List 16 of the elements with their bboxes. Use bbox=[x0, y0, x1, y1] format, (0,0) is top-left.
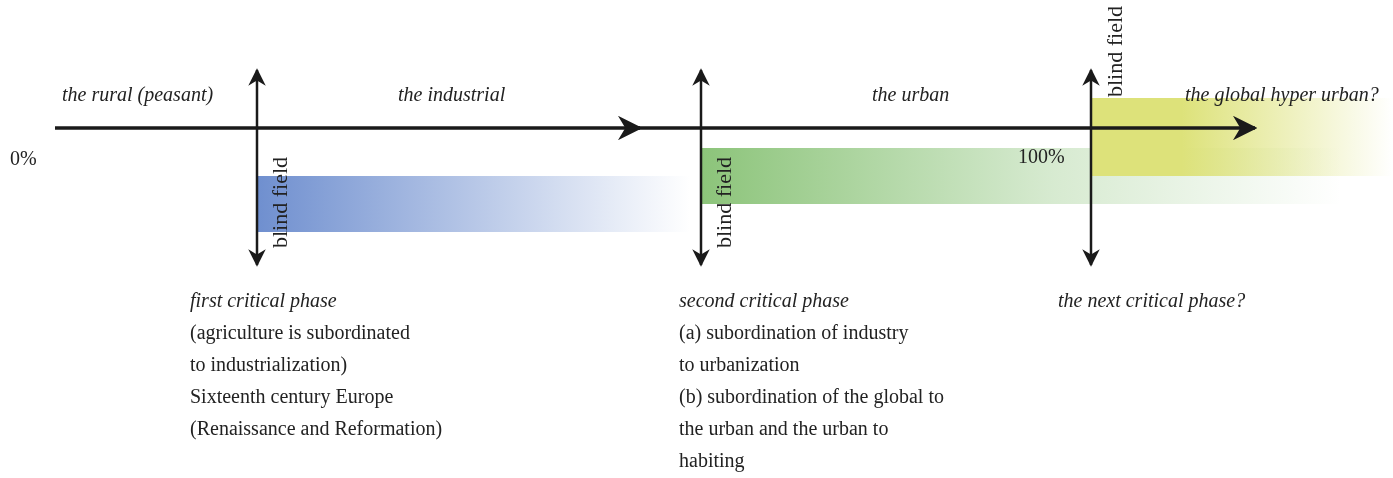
phase-description: (agriculture is subordinated to industrialization) bbox=[190, 320, 411, 378]
era-label: the rural (peasant) bbox=[62, 82, 214, 108]
phase-heading: the next critical phase? bbox=[1058, 288, 1246, 314]
percent-label: 100% bbox=[1018, 144, 1065, 169]
phase-description: Sixteenth century Europe (Renaissance and Reformation) bbox=[190, 384, 444, 442]
phase-heading: first critical phase bbox=[190, 288, 337, 314]
blind-field-label: blind field bbox=[268, 156, 292, 248]
phase-description: (a) subordination of industry to urbanization bbox=[679, 320, 910, 377]
era-label: the global hyper urban? bbox=[1185, 82, 1379, 108]
percent-label: 0% bbox=[10, 146, 37, 171]
phase-description: (b) subordination of the global to the urban and the urban to habiting bbox=[679, 384, 945, 474]
blind-field-label: blind field bbox=[1103, 5, 1127, 97]
blind-field-label: blind field bbox=[712, 156, 736, 248]
era-label: the industrial bbox=[398, 82, 506, 107]
phase-heading: second critical phase bbox=[679, 288, 849, 314]
era-label: the urban bbox=[872, 82, 950, 107]
